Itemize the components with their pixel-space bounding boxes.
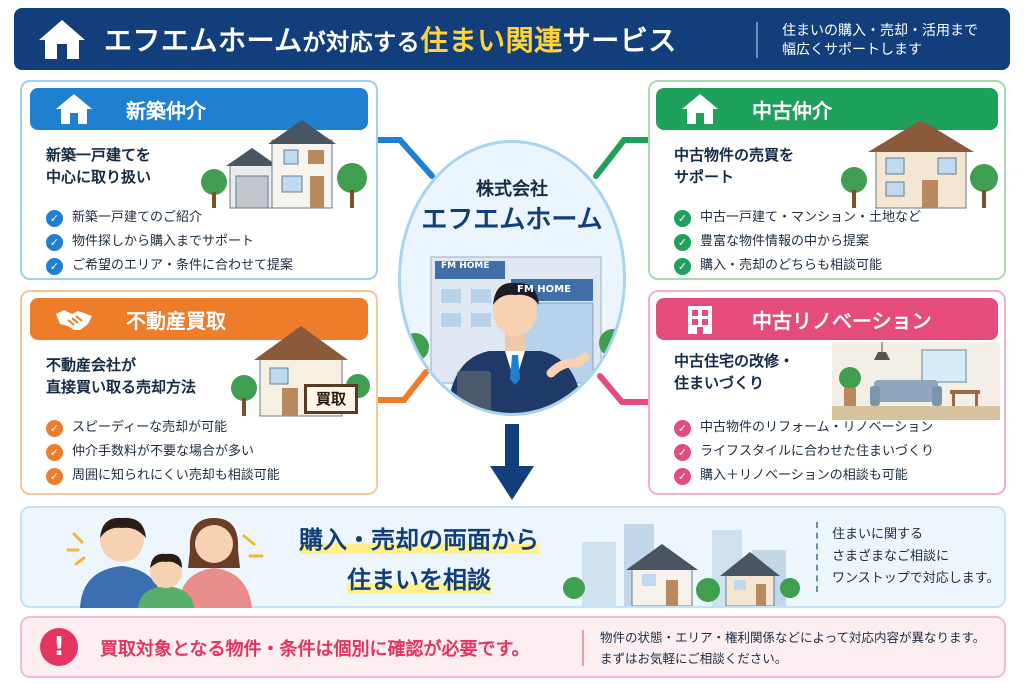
card-used-brokerage: 中古仲介 中古物件の売買を サポート 中古一戸建て・マンション・土地など 豊富な… (648, 80, 1006, 280)
card-purchase-subtitle: 不動産会社が 直接買い取る売却方法 (46, 356, 197, 396)
handshake-icon (56, 310, 92, 330)
list-item: 購入＋リノベーションの相談も可能 (674, 464, 934, 488)
header-subtitle: 住まいの購入・売却・活用まで 幅広くサポートします (782, 23, 978, 58)
card-purchase-list: スピーディーな売却が可能 仲介手数料が不要な場合が多い 周囲に知られにくい売却も… (46, 416, 280, 488)
card-new-brokerage: 新築仲介 新築一戸建てを 中心に取り扱い 新築一戸建てのご紹介 物件探しから購入… (20, 80, 378, 280)
card-purchase-title: 不動産買取 (30, 298, 368, 340)
interior-illustration (832, 342, 1000, 420)
new-house-illustration (201, 120, 367, 209)
consultation-note: 住まいに関する さまざまなご相談に ワンストップで対応します。 (832, 527, 1000, 586)
list-item: ライフスタイルに合わせた住まいづくり (674, 440, 934, 464)
header-divider (756, 22, 758, 58)
notice-divider (582, 630, 584, 666)
house-icon (56, 94, 92, 124)
down-arrow-icon (490, 424, 534, 500)
list-item: 中古一戸建て・マンション・土地など (674, 206, 921, 230)
purchase-sign: 買取 (304, 384, 358, 414)
list-item: ご希望のエリア・条件に合わせて提案 (46, 254, 293, 278)
card-used-brokerage-title: 中古仲介 (656, 88, 998, 130)
town-illustration (563, 524, 800, 606)
list-item: 周囲に知られにくい売却も相談可能 (46, 464, 280, 488)
card-new-brokerage-subtitle: 新築一戸建てを 中心に取り扱い (46, 146, 152, 186)
list-item: 豊富な物件情報の中から提案 (674, 230, 921, 254)
list-item: 物件探しから購入までサポート (46, 230, 293, 254)
card-purchase: 不動産買取 不動産会社が 直接買い取る売却方法 買取 スピーディーな売却が可能 … (20, 290, 378, 495)
building-sign: FM HOME (441, 261, 490, 271)
building-icon (688, 306, 712, 334)
consultation-headline: 購入・売却の両面から 住まいを相談 (299, 526, 539, 594)
card-renovation: 中古リノベーション 中古住宅の改修・ 住まいづくり 中古物件のリフォーム・リノベ… (648, 290, 1006, 495)
warning-icon: ! (40, 628, 78, 666)
page-title: エフエムホームが対応する住まい関連サービス (104, 24, 677, 57)
consultation-panel: 購入・売却の両面から 住まいを相談 住まいに関する さまざまなご相談に ワンスト… (20, 506, 1006, 608)
card-renovation-title: 中古リノベーション (656, 298, 998, 340)
list-item: 中古物件のリフォーム・リノベーション (674, 416, 934, 440)
company-label: 株式会社 (476, 179, 548, 200)
list-item: 仲介手数料が不要な場合が多い (46, 440, 280, 464)
card-renovation-list: 中古物件のリフォーム・リノベーション ライフスタイルに合わせた住まいづくり 購入… (674, 416, 934, 488)
entrance-sign: FM HOME (517, 284, 571, 295)
office-illustration (401, 256, 623, 413)
used-house-illustration (841, 120, 998, 209)
page-header: エフエムホームが対応する住まい関連サービス 住まいの購入・売却・活用まで 幅広く… (14, 8, 1010, 70)
family-illustration (66, 517, 264, 608)
list-item: 新築一戸建てのご紹介 (46, 206, 293, 230)
card-used-brokerage-subtitle: 中古物件の売買を サポート (674, 146, 795, 186)
consultation-divider (816, 522, 818, 592)
list-item: スピーディーな売却が可能 (46, 416, 280, 440)
notice-note: 物件の状態・エリア・権利関係などによって対応内容が異なります。 まずはお気軽にご… (600, 630, 986, 666)
card-new-brokerage-list: 新築一戸建てのご紹介 物件探しから購入までサポート ご希望のエリア・条件に合わせ… (46, 206, 293, 278)
house-icon (39, 20, 85, 59)
list-item: 購入・売却のどちらも相談可能 (674, 254, 921, 278)
card-renovation-subtitle: 中古住宅の改修・ 住まいづくり (674, 352, 795, 392)
card-new-brokerage-title: 新築仲介 (30, 88, 368, 130)
notice-title: 買取対象となる物件・条件は個別に確認が必要です。 (100, 639, 530, 660)
card-used-brokerage-list: 中古一戸建て・マンション・土地など 豊富な物件情報の中から提案 購入・売却のどち… (674, 206, 921, 278)
house-icon (682, 94, 718, 124)
notice-bar: ! 買取対象となる物件・条件は個別に確認が必要です。 物件の状態・エリア・権利関… (20, 616, 1006, 678)
company-circle: 株式会社 エフエムホーム FM HOME FM HOME (398, 140, 626, 416)
company-name: エフエムホーム (421, 205, 603, 235)
purchased-house-illustration (231, 326, 370, 417)
